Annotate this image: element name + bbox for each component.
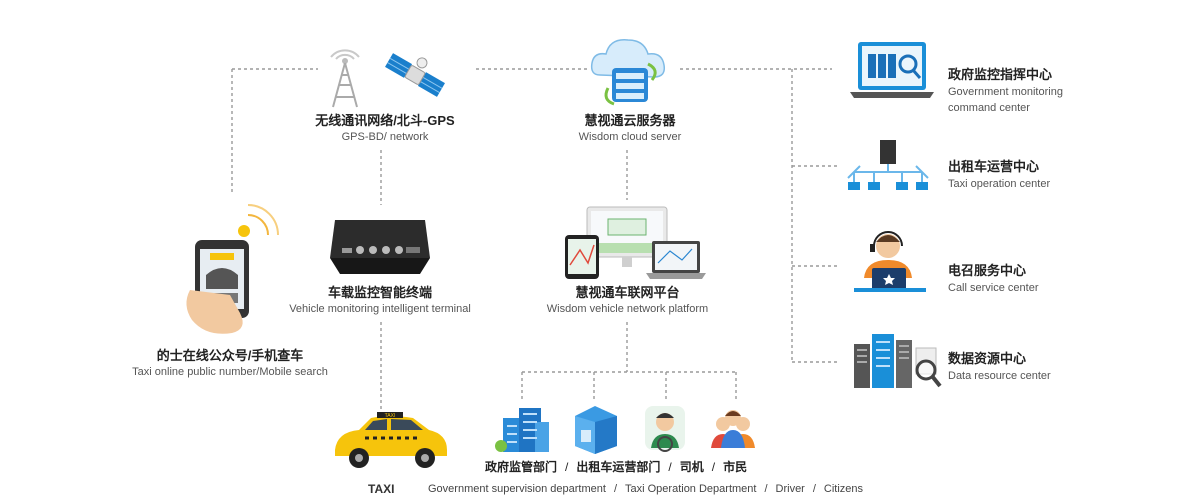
group-citizens-en: Citizens (823, 483, 864, 495)
buildings-icon (495, 408, 549, 452)
bottom-groups-zh: 政府监管部门/出租车运营部门/司机/市民 (485, 460, 748, 474)
group-citizens-zh: 市民 (723, 460, 748, 474)
platform-node: 慧视通车联网平台 Wisdom vehicle network platform (540, 205, 715, 315)
cloud-title: 慧视通云服务器 (584, 113, 676, 128)
people-icon (711, 410, 755, 448)
smartphone-hand-icon (186, 204, 279, 334)
command-subtitle-1: Government monitoring (948, 86, 1063, 98)
data-subtitle: Data resource center (948, 370, 1051, 382)
data-title: 数据资源中心 (948, 351, 1027, 366)
network-title: 无线通讯网络/北斗-GPS (315, 113, 455, 128)
operation-subtitle: Taxi operation center (948, 178, 1051, 190)
devices-platform-icon (565, 206, 706, 279)
office-cube-icon (575, 406, 617, 454)
bottom-icons (495, 406, 755, 454)
network-subtitle: GPS-BD/ network (341, 131, 429, 143)
platform-title: 慧视通车联网平台 (575, 285, 680, 300)
right-node-command: 政府监控指挥中心 Government monitoring command c… (948, 64, 1063, 115)
driver-icon (645, 406, 685, 452)
mobile-node: 的士在线公众号/手机查车 Taxi online public number/M… (120, 195, 340, 378)
network-node: 无线通讯网络/北斗-GPS GPS-BD/ network (300, 40, 470, 143)
group-driver-en: Driver (775, 483, 805, 495)
right-icon-command (850, 40, 935, 109)
call-agent-icon (854, 231, 926, 292)
right-node-data: 数据资源中心 Data resource center (948, 348, 1051, 383)
cloud-node: 慧视通云服务器 Wisdom cloud server (550, 30, 710, 143)
bottom-groups-en: Government supervision department/Taxi O… (428, 483, 864, 495)
right-node-operation: 出租车运营中心 Taxi operation center (948, 156, 1050, 191)
group-driver-zh: 司机 (679, 460, 704, 474)
right-node-call: 电召服务中心 Call service center (948, 260, 1038, 295)
right-icon-operation (840, 138, 935, 201)
taxi-car-icon: TAXI (335, 412, 447, 468)
command-subtitle-2: command center (948, 102, 1030, 114)
right-icon-data (850, 330, 945, 397)
group-gov-zh: 政府监管部门 (485, 460, 558, 474)
taxi-label: TAXI (368, 482, 395, 496)
network-tree-icon (847, 140, 929, 190)
server-rack-icon (854, 334, 942, 388)
terminal-node: 车载监控智能终端 Vehicle monitoring intelligent … (280, 210, 480, 315)
taxi-sign: TAXI (385, 413, 396, 419)
platform-subtitle: Wisdom vehicle network platform (546, 303, 709, 315)
right-icon-call (850, 228, 930, 301)
group-taxi-dept-en: Taxi Operation Department (625, 483, 757, 495)
call-subtitle: Call service center (948, 282, 1039, 294)
taxi-node: TAXI (325, 410, 455, 470)
laptop-monitor-icon (850, 42, 934, 98)
group-taxi-dept-zh: 出租车运营部门 (576, 460, 661, 474)
command-title: 政府监控指挥中心 (948, 67, 1053, 82)
call-title: 电召服务中心 (948, 263, 1027, 278)
terminal-title: 车载监控智能终端 (327, 285, 432, 300)
cloud-subtitle: Wisdom cloud server (578, 131, 682, 143)
operation-title: 出租车运营中心 (948, 159, 1040, 174)
dvr-terminal-icon (330, 220, 430, 274)
antenna-satellite-icon (330, 49, 445, 108)
cloud-server-icon (590, 39, 666, 106)
mobile-title: 的士在线公众号/手机查车 (156, 348, 304, 363)
group-gov-en: Government supervision department (428, 483, 606, 495)
mobile-subtitle: Taxi online public number/Mobile search (132, 366, 328, 378)
terminal-subtitle: Vehicle monitoring intelligent terminal (289, 303, 471, 315)
